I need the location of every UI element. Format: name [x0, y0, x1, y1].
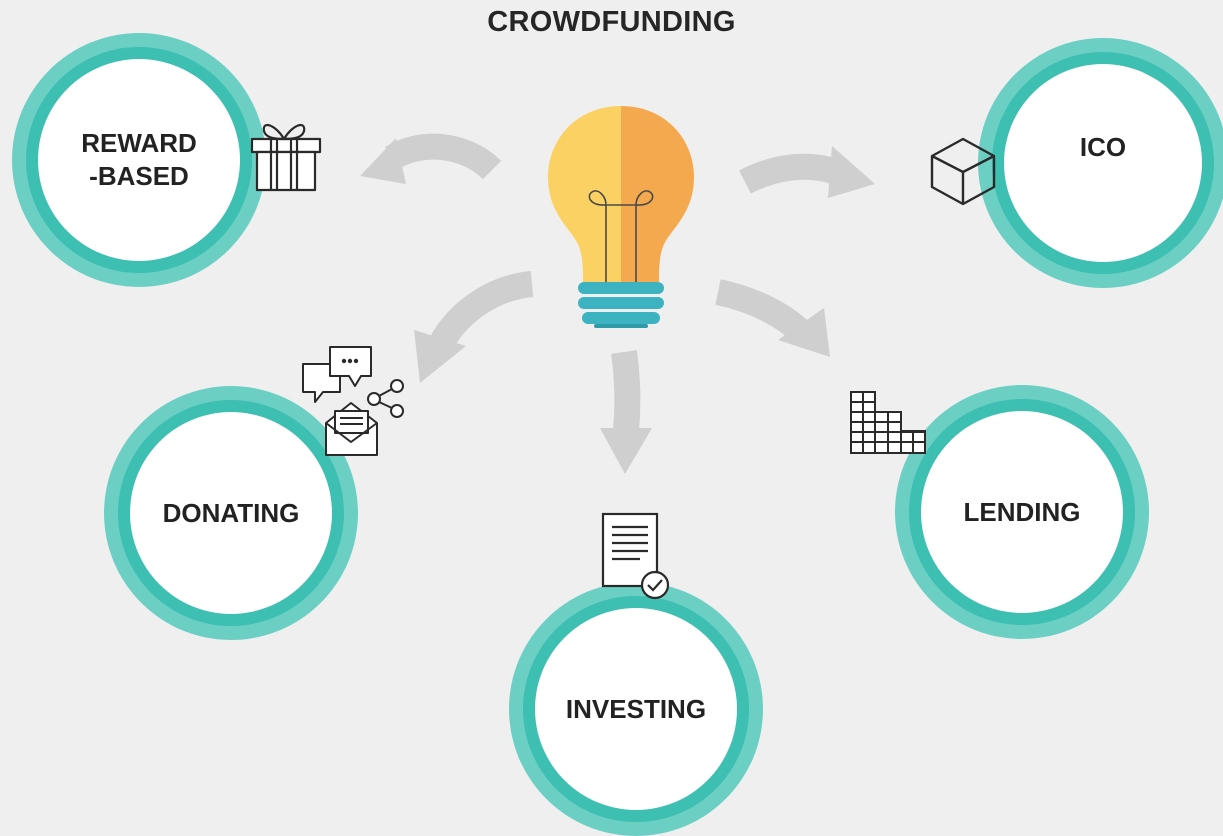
gift-icon	[250, 123, 322, 192]
chat-share-mail-icon	[302, 346, 404, 456]
arrow-to-donating	[414, 271, 534, 383]
node-lending: LENDING	[895, 385, 1149, 639]
document-check-icon	[601, 512, 670, 600]
node-reward-based-label: REWARD -BASED	[81, 128, 197, 191]
node-donating: DONATING	[104, 386, 358, 640]
diagram-title: CROWDFUNDING	[487, 6, 736, 38]
node-reward-based: REWARD -BASED	[12, 33, 266, 287]
cube-icon	[930, 137, 996, 206]
node-ico-label: ICO	[1079, 131, 1127, 162]
arrow-to-reward	[360, 133, 502, 184]
arrow-to-investing	[600, 350, 652, 474]
arrow-to-lending	[715, 279, 830, 357]
node-investing-label: INVESTING	[565, 693, 707, 724]
node-ico: ICO	[978, 38, 1223, 288]
lightbulb-icon	[548, 106, 694, 328]
node-investing: INVESTING	[509, 582, 763, 836]
bar-steps-icon	[850, 391, 926, 454]
node-donating-label: DONATING	[162, 497, 300, 528]
arrow-to-ico	[739, 146, 875, 198]
node-lending-label: LENDING	[963, 496, 1081, 527]
